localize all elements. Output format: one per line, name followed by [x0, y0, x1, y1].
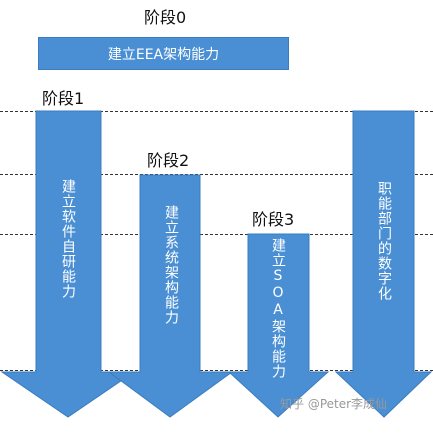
- stage-4-text: 职能部门的数字化: [376, 181, 392, 301]
- dashed-line-2: [0, 174, 433, 175]
- arrow-stage2: [107, 174, 234, 418]
- dashed-line-1: [0, 111, 433, 112]
- arrow-stage1: [0, 110, 136, 418]
- dashed-line-3: [0, 234, 433, 235]
- arrow-stage4: [334, 110, 433, 418]
- watermark: 知乎 @Peter李成仙: [280, 397, 388, 411]
- stage-0-banner: 建立EEA架构能力: [38, 37, 289, 70]
- stage-0-label: 阶段0: [144, 8, 187, 27]
- stage-1-text: 建立软件自研能力: [60, 179, 76, 299]
- stage-1-label: 阶段1: [42, 89, 85, 108]
- arrow-stage3: [227, 233, 330, 418]
- dashed-line-4: [0, 370, 433, 371]
- stage-2-label: 阶段2: [147, 151, 190, 170]
- stage-3-label: 阶段3: [252, 210, 295, 229]
- stage-2-text: 建立系统架构能力: [163, 205, 179, 325]
- stage-3-text: 建立SOA架构能力: [270, 238, 286, 379]
